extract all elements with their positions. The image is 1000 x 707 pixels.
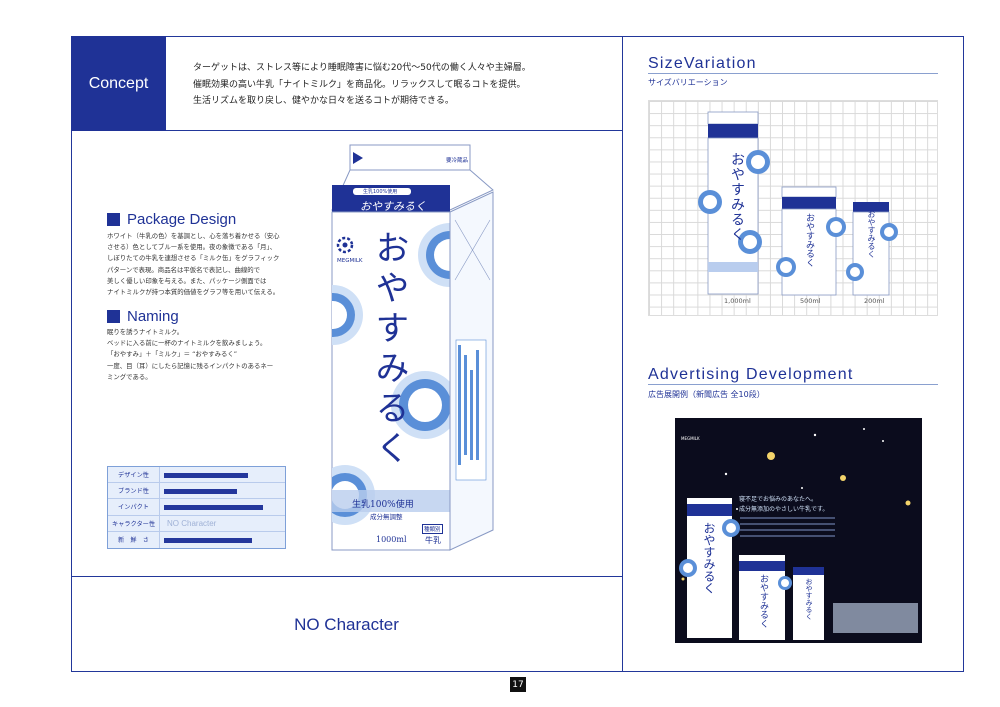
carton-top-badge: 要冷蔵品	[446, 158, 469, 164]
naming-line: 「おやすみ」＋「ミルク」＝ “おやすみるく”	[107, 350, 238, 359]
package-body: ホワイト（牛乳の色）を基調とし、心を落ち着かせる（安心 させる）色としてブルー系…	[107, 231, 280, 298]
rating-row: デザイン性	[108, 467, 285, 484]
size-label-500: 500ml	[800, 297, 821, 305]
size-label-1000: 1,000ml	[724, 297, 751, 305]
rating-label: ブランド性	[108, 483, 160, 499]
concept-line: ターゲットは、ストレス等により睡眠障害に悩む20代〜50代の働く人々や主婦層。	[193, 63, 531, 73]
newspaper-ad: MEGMILK 寝不足でお悩みのあなたへ。 成分無添加のやさしい牛乳です。 おや…	[675, 418, 922, 643]
carton-kind-label: 種類別	[422, 524, 443, 534]
advert-subtitle: 広告展開例（新聞広告 全10段）	[648, 390, 765, 399]
advert-title: Advertising Development	[648, 366, 854, 383]
carton-volume: 1000ml	[376, 535, 407, 544]
carton-band-small: 生乳100%使用	[363, 189, 398, 195]
rating-row: 新 鮮 さ	[108, 531, 285, 548]
rating-bar	[164, 505, 263, 511]
ad-headline-1: 寝不足でお悩みのあなたへ。	[739, 496, 818, 503]
carton-kind-value: 牛乳	[425, 536, 441, 545]
naming-body: 眠りを誘うナイトミルク。 ベッドに入る前に一杯のナイトミルクを飲みましょう。 「…	[107, 327, 273, 383]
package-line: 美しく優しい印象を与える。また、パッケージ側面では	[107, 276, 267, 285]
package-heading: Package Design	[107, 211, 236, 228]
carton-500ml	[776, 186, 846, 296]
rating-row: ブランド性	[108, 483, 285, 500]
naming-line: 眠りを誘うナイトミルク。	[107, 328, 184, 336]
package-line: パターンで表現。商品名は平仮名で表記し、曲線的で	[107, 265, 261, 274]
naming-heading-text: Naming	[127, 308, 179, 325]
package-line: させる）色としてブルー系を使用。夜の象徴である「月」、	[107, 243, 277, 252]
advert-title-rule	[648, 384, 938, 385]
carton-1000ml	[698, 111, 770, 295]
package-line: しぼりたての牛乳を連想させる「ミルク缶」をグラフィック	[107, 254, 280, 263]
size-cartons	[698, 111, 898, 296]
carton-claim-2: 成分無調整	[370, 513, 403, 521]
naming-line: 一度、目（耳）にしたら記憶に残るインパクトのあるネー	[107, 361, 274, 370]
heading-square-icon	[107, 310, 120, 323]
ad-starfield	[679, 428, 918, 640]
rating-label: キャラクター性	[108, 515, 160, 531]
rating-label: インパクト	[108, 499, 160, 515]
naming-line: ベッドに入る前に一杯のナイトミルクを飲みましょう。	[107, 339, 267, 348]
concept-line: 催眠効果の高い牛乳「ナイトミルク」を商品化。リラックスして眠るコトを提供。	[193, 79, 526, 90]
rating-label: 新 鮮 さ	[108, 531, 160, 548]
size-carton-200-name: おやすみるく	[867, 210, 876, 258]
heading-square-icon	[107, 213, 120, 226]
size-subtitle: サイズバリエーション	[648, 78, 728, 87]
ad-product-name-large: おやすみるく	[702, 522, 716, 594]
rating-bar	[164, 489, 237, 495]
rating-row: インパクト	[108, 499, 285, 516]
carton-brand: MEGMILK	[337, 258, 363, 264]
package-line: ホワイト（牛乳の色）を基調とし、心を落ち着かせる（安心	[107, 232, 280, 240]
rating-table: デザイン性 ブランド性 インパクト キャラクター性 NO Character 新…	[107, 466, 286, 549]
rating-bar	[164, 537, 252, 543]
rating-row: キャラクター性 NO Character	[108, 515, 285, 532]
ad-product-name-small: おやすみるく	[805, 578, 813, 620]
page-frame	[71, 36, 964, 672]
rating-note: NO Character	[167, 518, 217, 528]
no-character-label: NO Character	[294, 614, 399, 634]
ad-headline-2: 成分無添加のやさしい牛乳です。	[739, 506, 829, 513]
row-divider-bottom	[71, 576, 622, 577]
package-line: ナイトミルクが持つ本質的価値をグラフ等を用いて伝える。	[107, 288, 280, 297]
carton-product-name: おやすみるく	[369, 230, 409, 470]
ad-product-name-mid: おやすみるく	[758, 574, 768, 628]
naming-heading: Naming	[107, 308, 179, 325]
naming-line: ミングである。	[107, 372, 152, 381]
concept-text: ターゲットは、ストレス等により睡眠障害に悩む20代〜50代の働く人々や主婦層。 …	[193, 60, 531, 110]
size-title: SizeVariation	[648, 55, 757, 72]
rating-bar	[164, 473, 248, 478]
row-divider-top	[71, 130, 622, 131]
milk-carton-illustration	[331, 144, 494, 551]
size-label-200: 200ml	[864, 297, 885, 305]
size-carton-500-name: おやすみるく	[804, 213, 814, 267]
carton-200ml	[846, 202, 898, 296]
size-title-rule	[648, 73, 938, 74]
column-divider	[622, 36, 623, 672]
package-heading-text: Package Design	[127, 211, 237, 228]
carton-band-name: おやすみるく	[360, 200, 426, 213]
carton-claim-1: 生乳100%使用	[352, 500, 414, 510]
ad-brand: MEGMILK	[681, 436, 700, 441]
concept-line: 生活リズムを取り戻し、健やかな日々を送るコトが期待できる。	[193, 96, 454, 106]
concept-label: Concept	[71, 36, 166, 131]
page-number: 17	[510, 677, 526, 692]
size-carton-1000-name: おやすみるく	[729, 152, 745, 242]
rating-label: デザイン性	[108, 467, 160, 483]
